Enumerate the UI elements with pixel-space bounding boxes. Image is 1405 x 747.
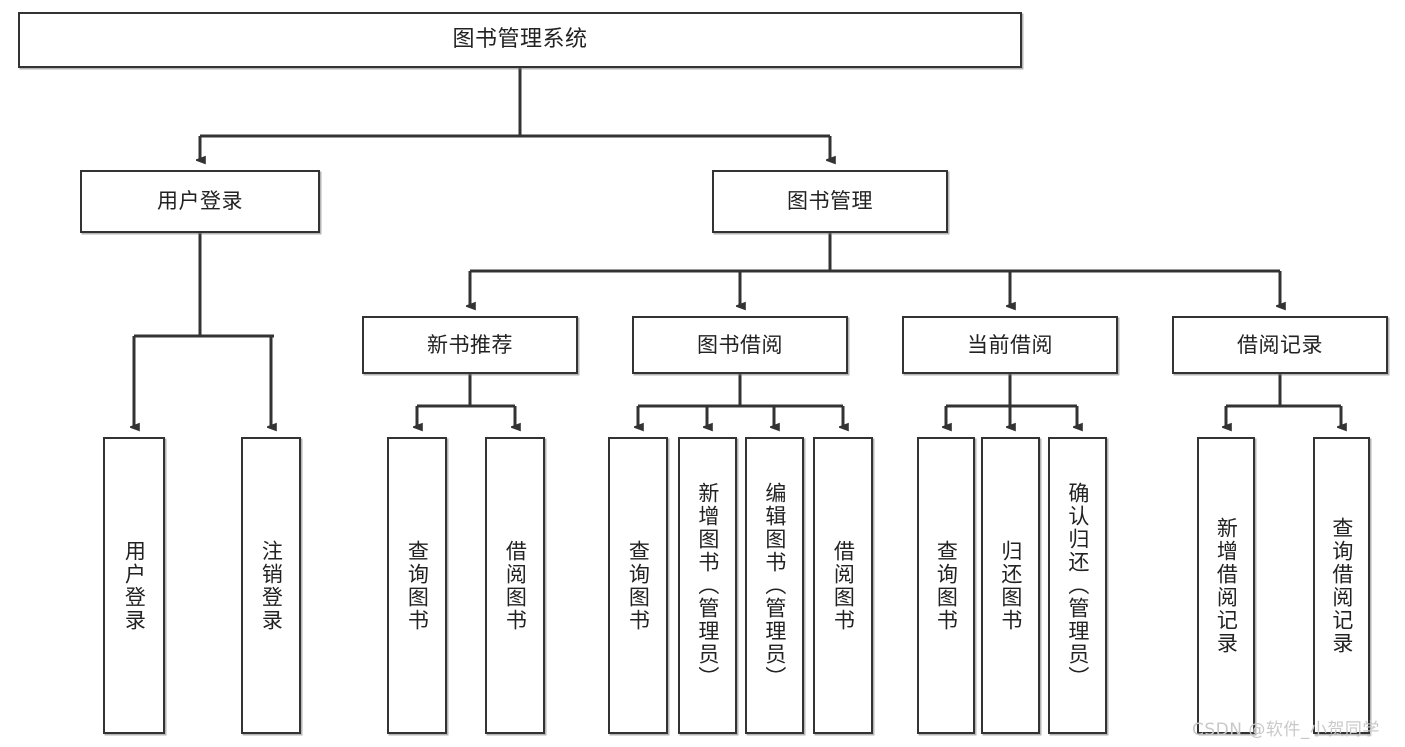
node-leaf-logout-label: 注销登录	[259, 539, 284, 632]
node-book-borrow[interactable]: 图书借阅	[632, 316, 848, 374]
node-book-manage-label: 图书管理	[787, 189, 873, 214]
watermark: CSDN @软件_小贺同学	[1192, 720, 1380, 740]
node-new-book-recommendation[interactable]: 新书推荐	[362, 316, 578, 374]
node-leaf-logout[interactable]: 注销登录	[241, 437, 301, 734]
node-leaf-query-book-3-label: 查询图书	[934, 539, 959, 632]
node-root[interactable]: 图书管理系统	[18, 12, 1022, 68]
node-leaf-return-book[interactable]: 归还图书	[981, 437, 1040, 734]
node-leaf-borrow-book-1-label: 借阅图书	[503, 539, 528, 632]
node-leaf-query-book-2-label: 查询图书	[626, 539, 651, 632]
node-leaf-add-record-label: 新增借阅记录	[1214, 516, 1239, 655]
node-leaf-return-book-label: 归还图书	[998, 539, 1023, 632]
node-leaf-add-record[interactable]: 新增借阅记录	[1197, 437, 1255, 734]
node-leaf-edit-book[interactable]: 编辑图书（管理员）	[745, 437, 804, 734]
node-leaf-add-book[interactable]: 新增图书（管理员）	[678, 437, 737, 734]
node-borrow-record-label: 借阅记录	[1237, 332, 1323, 357]
node-leaf-borrow-book-2[interactable]: 借阅图书	[813, 437, 873, 734]
node-book-manage[interactable]: 图书管理	[712, 170, 948, 233]
node-user-login-label: 用户登录	[157, 189, 243, 214]
node-leaf-borrow-book-1[interactable]: 借阅图书	[485, 437, 545, 734]
node-leaf-user-login-label: 用户登录	[122, 539, 147, 632]
node-borrow-record[interactable]: 借阅记录	[1172, 316, 1388, 374]
node-current-borrow[interactable]: 当前借阅	[902, 316, 1118, 374]
node-current-borrow-label: 当前借阅	[967, 332, 1053, 357]
node-leaf-confirm-return[interactable]: 确认归还（管理员）	[1048, 437, 1107, 734]
node-user-login[interactable]: 用户登录	[80, 170, 320, 233]
node-leaf-query-book-2[interactable]: 查询图书	[608, 437, 668, 734]
node-leaf-query-book-3[interactable]: 查询图书	[917, 437, 975, 734]
node-leaf-query-book-1[interactable]: 查询图书	[387, 437, 447, 734]
node-leaf-query-record-label: 查询借阅记录	[1329, 516, 1354, 655]
node-leaf-query-book-1-label: 查询图书	[405, 539, 430, 632]
node-leaf-user-login[interactable]: 用户登录	[103, 437, 165, 734]
node-leaf-edit-book-label: 编辑图书（管理员）	[762, 482, 787, 689]
node-leaf-borrow-book-2-label: 借阅图书	[831, 539, 856, 632]
node-book-borrow-label: 图书借阅	[697, 332, 783, 357]
node-new-book-recommendation-label: 新书推荐	[427, 332, 513, 357]
node-root-label: 图书管理系统	[452, 27, 588, 53]
node-leaf-add-book-label: 新增图书（管理员）	[695, 482, 720, 689]
node-leaf-confirm-return-label: 确认归还（管理员）	[1065, 482, 1090, 689]
node-leaf-query-record[interactable]: 查询借阅记录	[1313, 437, 1370, 734]
